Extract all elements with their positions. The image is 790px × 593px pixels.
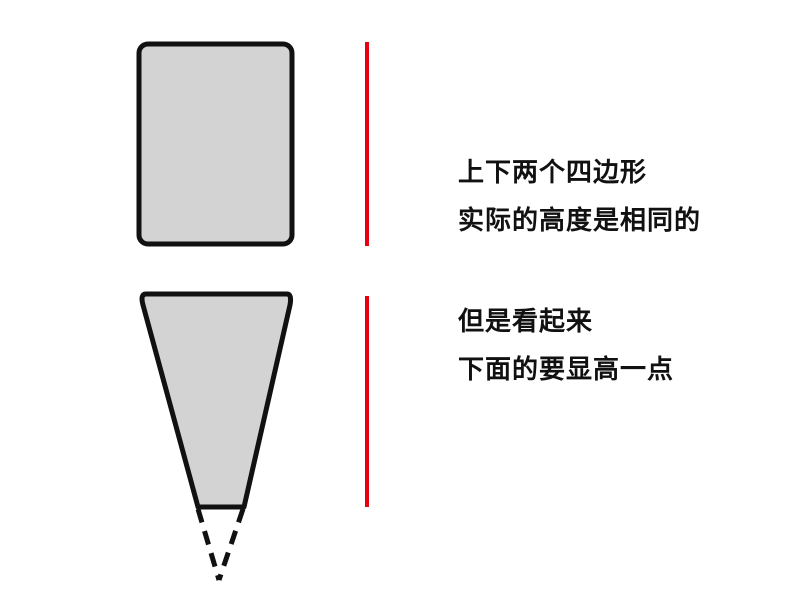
top-caption-line-1: 上下两个四边形 (458, 158, 648, 188)
top-caption-line-2: 实际的高度是相同的 (458, 206, 702, 236)
dashed-extension-right (216, 508, 246, 581)
dashed-extension-left (195, 508, 222, 581)
bottom-trapezoid-shape (139, 291, 294, 510)
bottom-caption-line-1: 但是看起来 (458, 307, 594, 337)
bottom-caption-line-2: 下面的要显高一点 (458, 355, 675, 385)
top-rectangle-shape (136, 41, 295, 247)
